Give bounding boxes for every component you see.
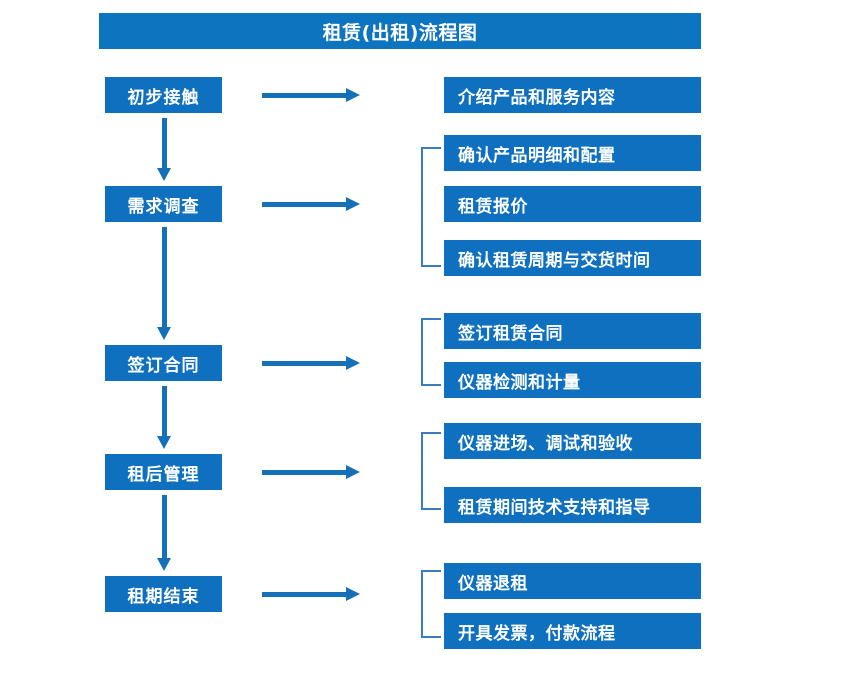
detail-box-7[interactable]: 仪器进场、调试和验收 <box>444 423 701 459</box>
horizontal-arrow-2 <box>262 197 362 211</box>
detail-box-10[interactable]: 开具发票，付款流程 <box>444 613 701 649</box>
horizontal-arrow-3 <box>262 356 362 370</box>
detail-box-4[interactable]: 确认租赁周期与交货时间 <box>444 240 701 276</box>
detail-box-2[interactable]: 确认产品明细和配置 <box>444 135 701 171</box>
bracket-connector-group-5 <box>421 570 441 638</box>
vertical-arrow-4 <box>157 495 171 571</box>
bracket-connector-group-3 <box>421 318 441 386</box>
flowchart-title: 租赁(出租)流程图 <box>99 13 701 49</box>
horizontal-arrow-1 <box>262 88 362 102</box>
vertical-arrow-2 <box>157 227 171 340</box>
stage-box-2[interactable]: 需求调查 <box>105 186 222 222</box>
detail-box-1[interactable]: 介绍产品和服务内容 <box>444 77 701 113</box>
detail-box-3[interactable]: 租赁报价 <box>444 186 701 222</box>
horizontal-arrow-5 <box>262 587 362 601</box>
stage-box-3[interactable]: 签订合同 <box>105 345 222 381</box>
stage-box-4[interactable]: 租后管理 <box>105 454 222 490</box>
vertical-arrow-3 <box>157 386 171 449</box>
horizontal-arrow-4 <box>262 465 362 479</box>
stage-box-5[interactable]: 租期结束 <box>105 576 222 612</box>
bracket-connector-group-4 <box>421 432 441 510</box>
bracket-connector-group-2 <box>421 147 441 267</box>
detail-box-6[interactable]: 仪器检测和计量 <box>444 362 701 398</box>
detail-box-5[interactable]: 签订租赁合同 <box>444 313 701 349</box>
detail-box-9[interactable]: 仪器退租 <box>444 563 701 599</box>
stage-box-1[interactable]: 初步接触 <box>105 77 222 113</box>
vertical-arrow-1 <box>157 118 171 181</box>
detail-box-8[interactable]: 租赁期间技术支持和指导 <box>444 487 701 523</box>
